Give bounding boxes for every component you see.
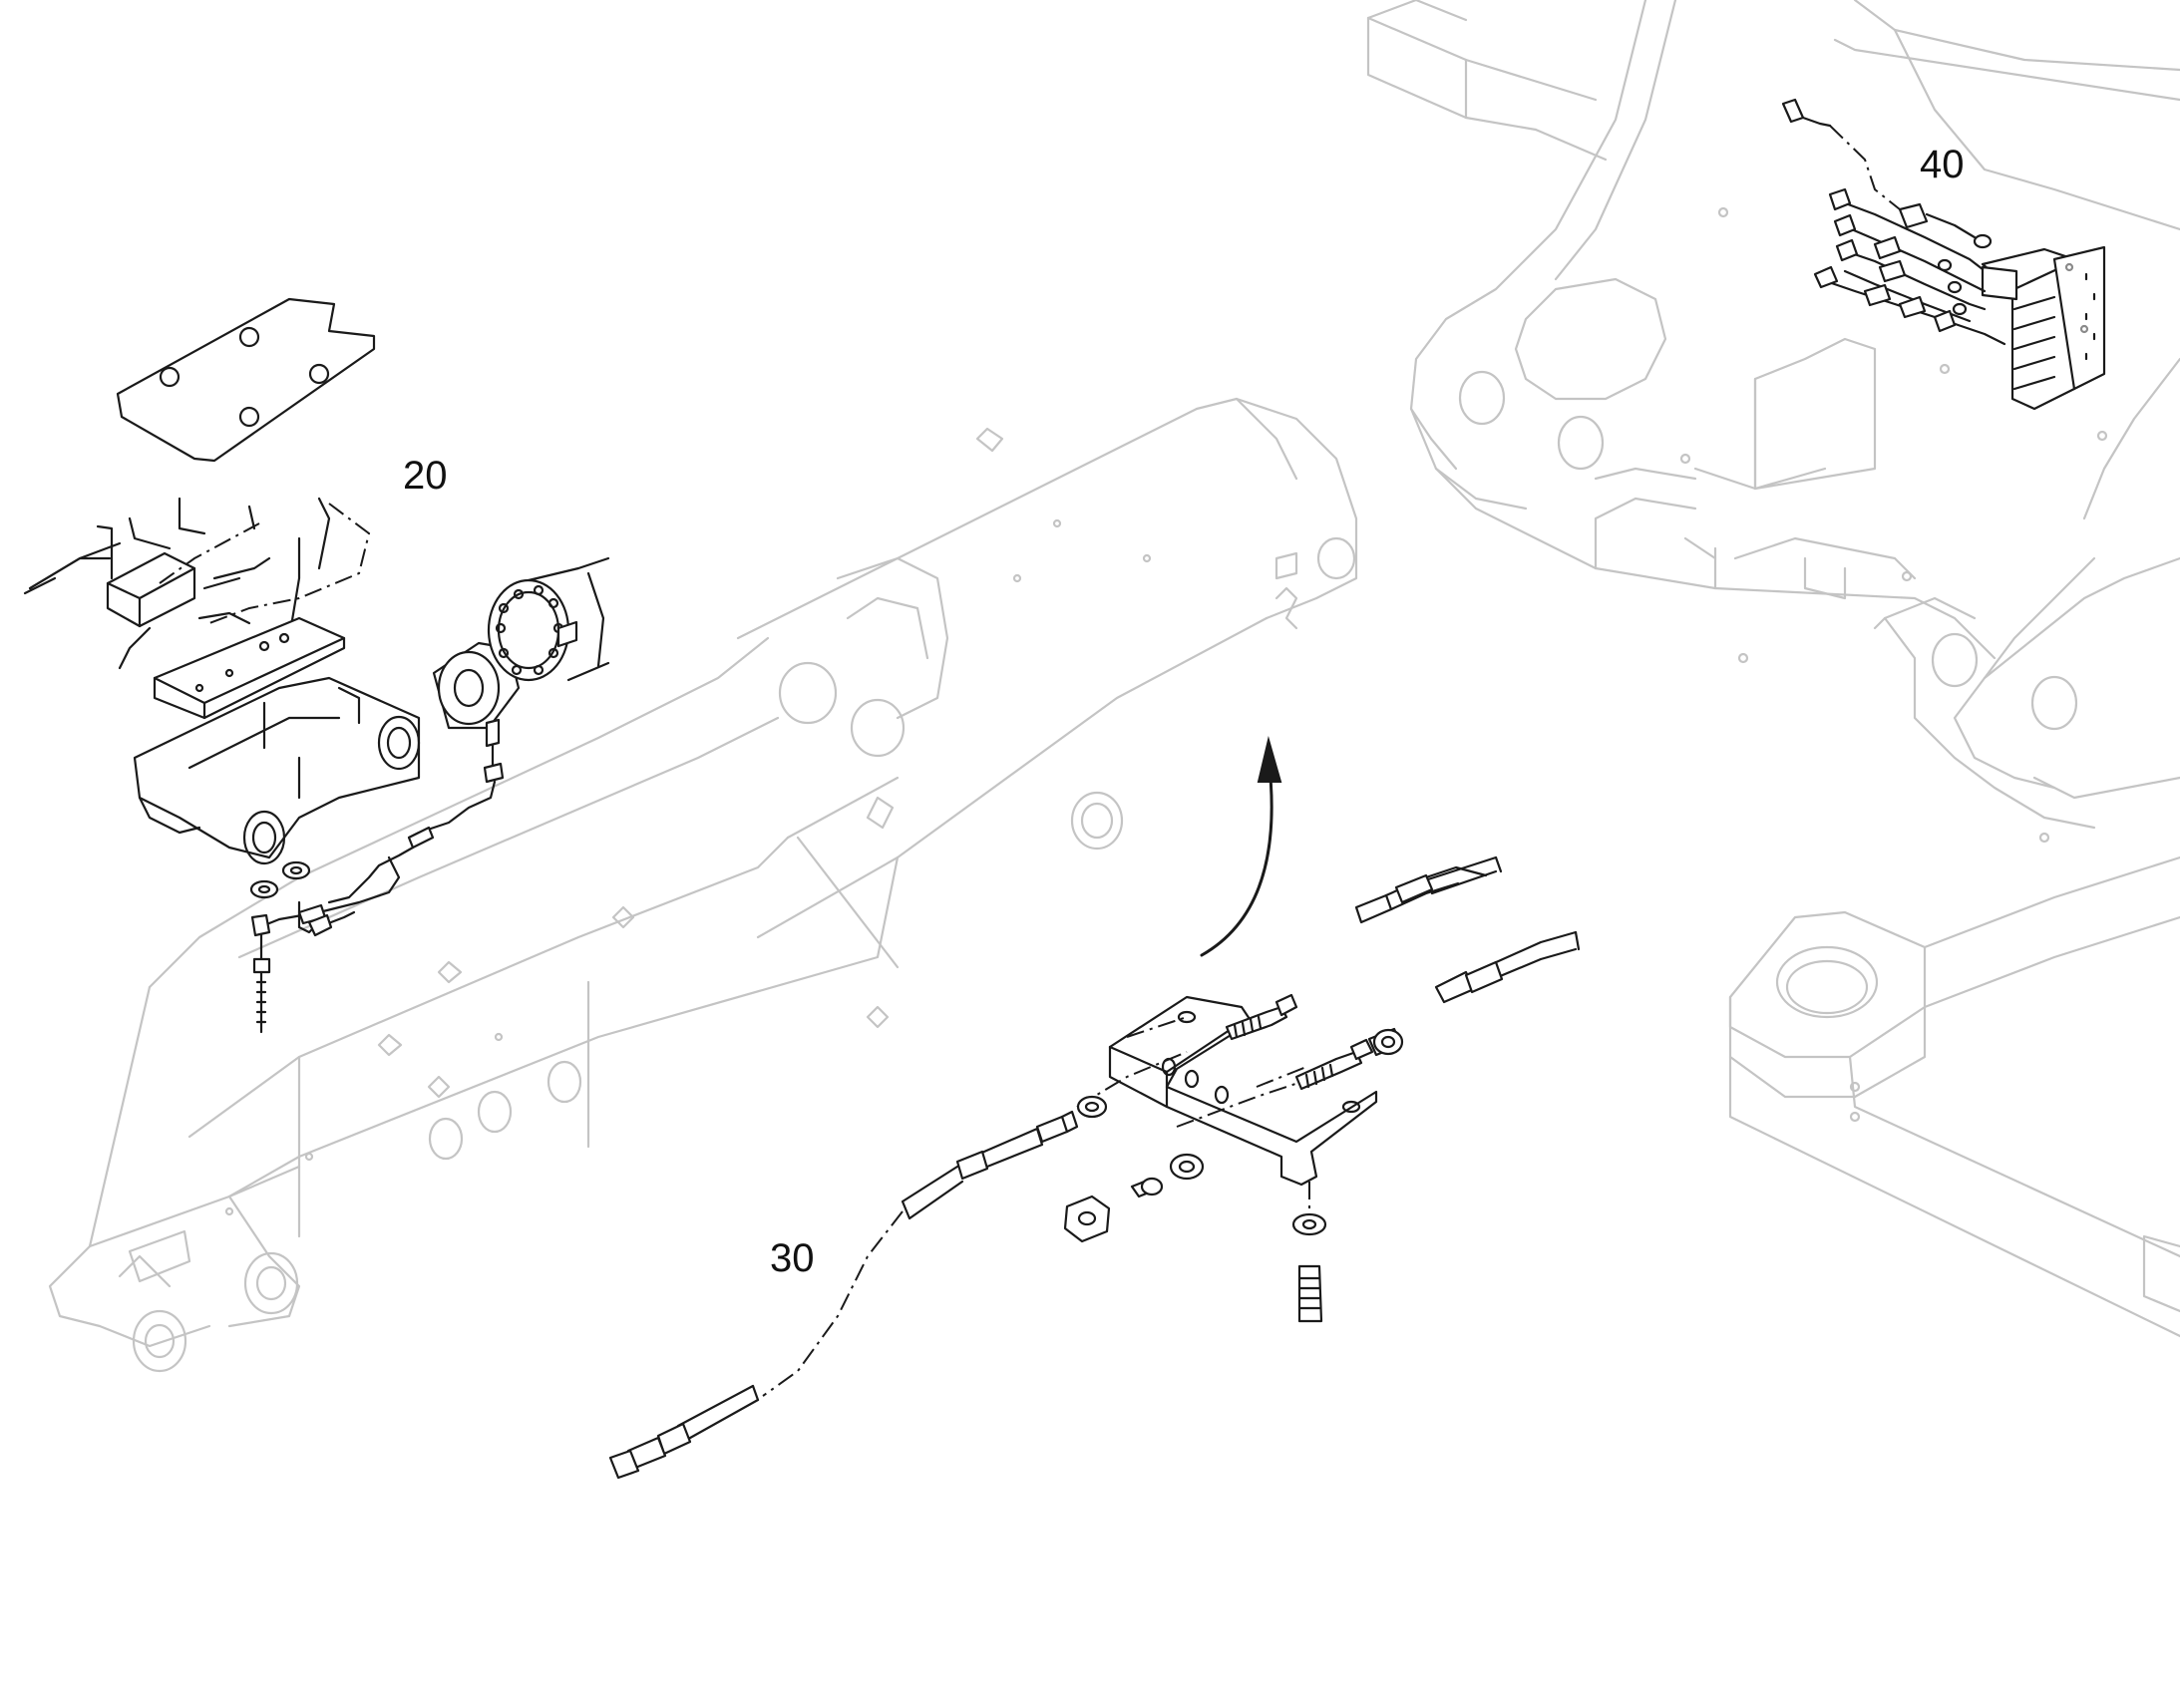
lower-frame <box>1728 855 2180 1338</box>
callout-20: 20 <box>403 454 448 498</box>
yoke-link <box>133 676 421 859</box>
base-plate <box>153 616 346 720</box>
upper-frame <box>1366 0 2180 844</box>
direction-arrow <box>1200 736 1282 957</box>
cover-plate <box>116 297 376 463</box>
sensor-block <box>106 551 196 628</box>
assembly-20: 20 <box>23 297 610 1034</box>
assembly-40: 40 <box>1781 98 2106 411</box>
assembly-30: 30 <box>608 855 1581 1480</box>
manifold-block <box>1981 247 2076 411</box>
callout-30: 30 <box>770 1236 815 1280</box>
boom-arm <box>48 397 1358 1373</box>
callout-40: 40 <box>1920 143 1965 186</box>
